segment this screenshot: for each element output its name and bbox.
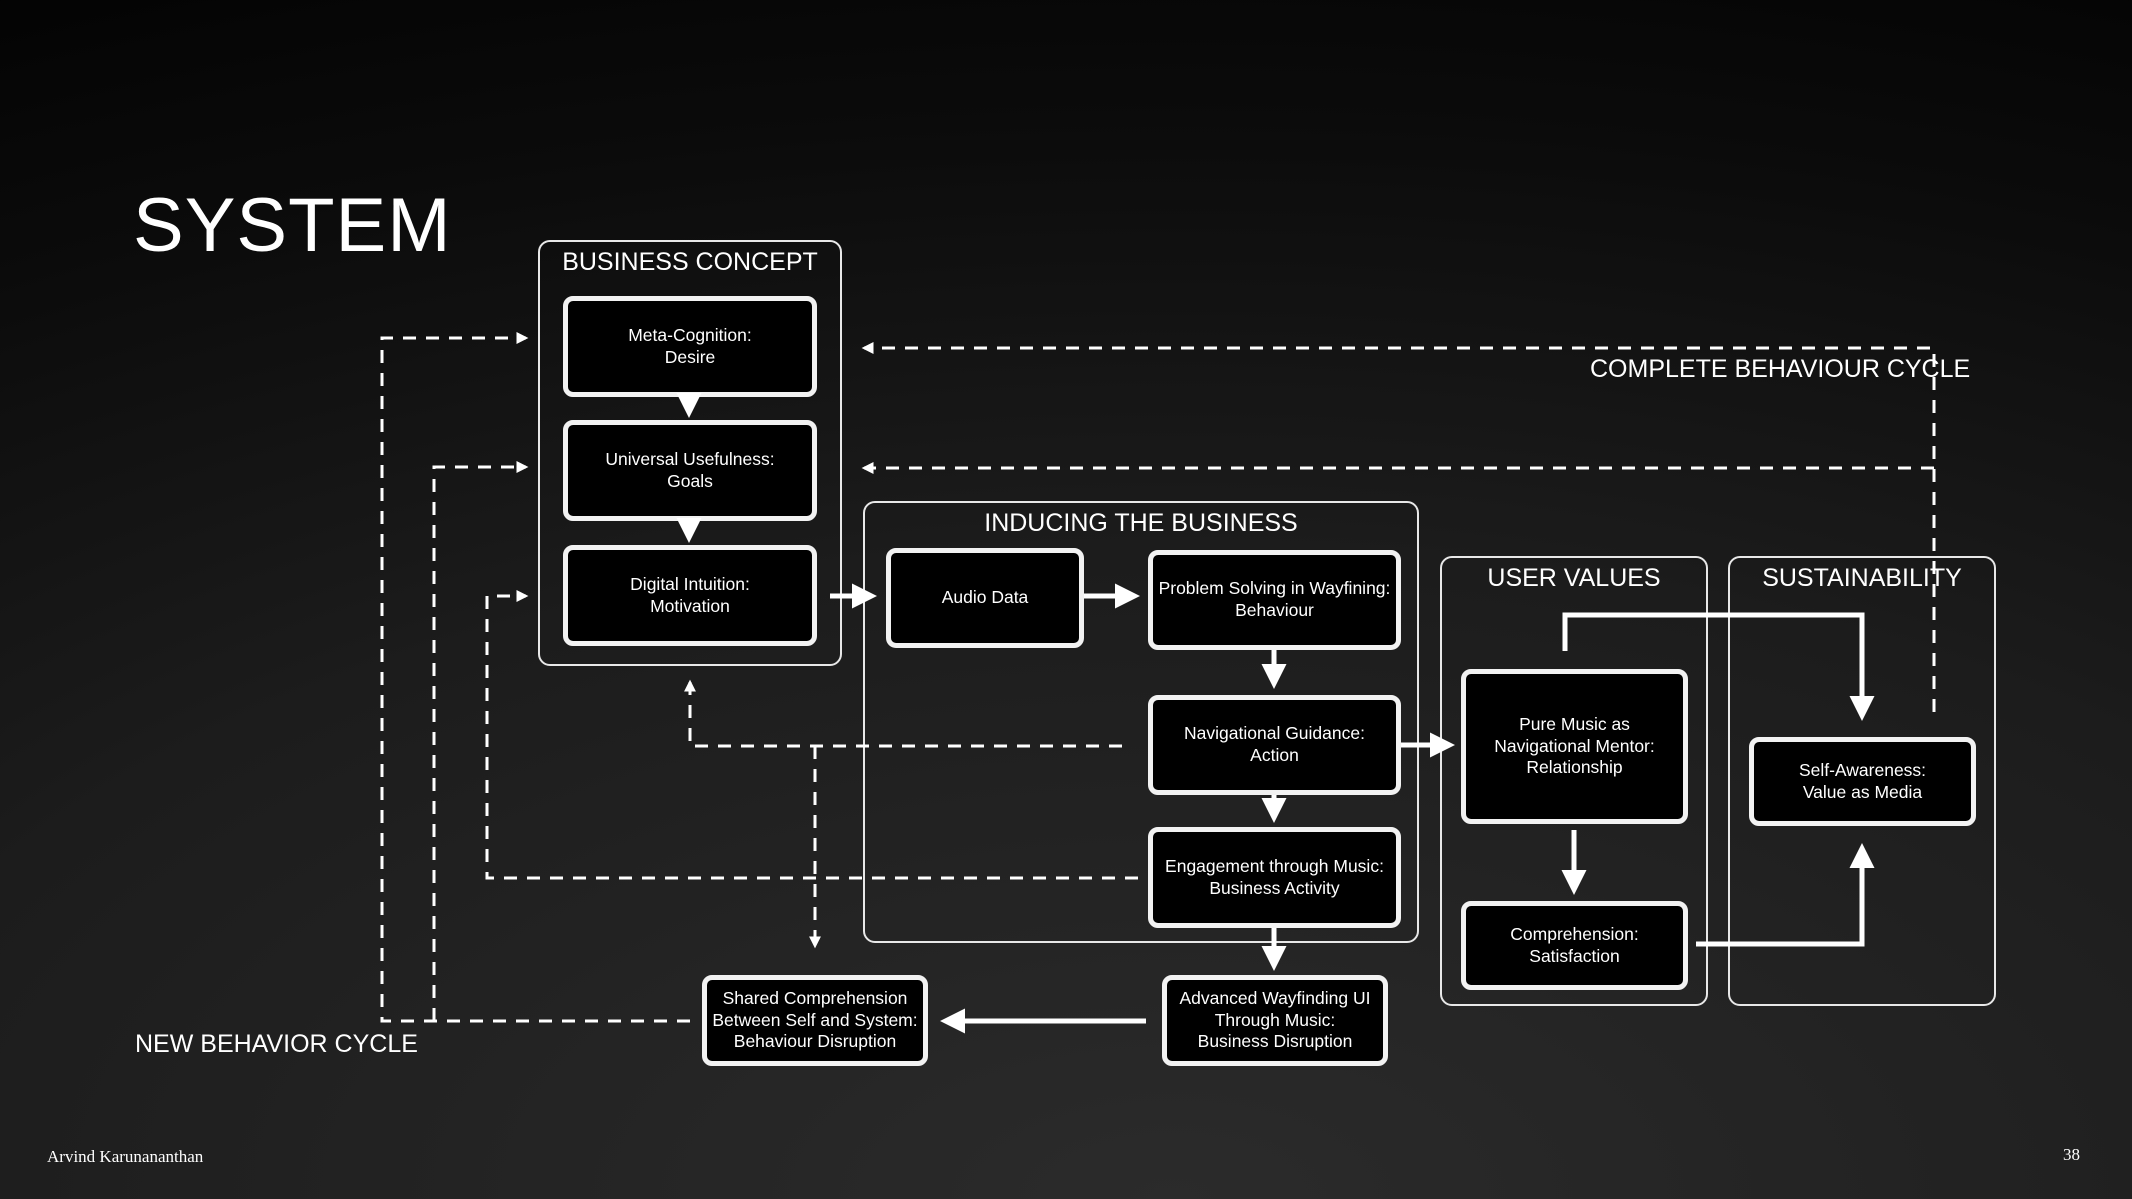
new-behavior-cycle-label: NEW BEHAVIOR CYCLE bbox=[135, 1030, 418, 1058]
complete-behaviour-cycle-label: COMPLETE BEHAVIOUR CYCLE bbox=[1590, 355, 1971, 383]
node-label: Comprehension: Satisfaction bbox=[1510, 923, 1639, 966]
node-meta-cognition[interactable]: Meta-Cognition: Desire bbox=[563, 296, 817, 397]
node-self-awareness[interactable]: Self-Awareness: Value as Media bbox=[1749, 737, 1976, 826]
group-label-sustainability: SUSTAINABILITY bbox=[1762, 564, 1962, 592]
node-label: Pure Music as Navigational Mentor: Relat… bbox=[1494, 713, 1655, 778]
node-label: Advanced Wayfinding UI Through Music: Bu… bbox=[1179, 987, 1371, 1052]
node-label: Self-Awareness: Value as Media bbox=[1798, 759, 1927, 802]
node-pure-music[interactable]: Pure Music as Navigational Mentor: Relat… bbox=[1461, 669, 1688, 824]
node-label: Engagement through Music: Business Activ… bbox=[1165, 855, 1384, 898]
group-label-user-values: USER VALUES bbox=[1487, 564, 1661, 592]
node-label: Meta-Cognition: Desire bbox=[628, 324, 752, 367]
node-shared-comprehension[interactable]: Shared Comprehension Between Self and Sy… bbox=[702, 975, 928, 1066]
group-label-inducing-business: INDUCING THE BUSINESS bbox=[984, 509, 1298, 537]
node-audio-data[interactable]: Audio Data bbox=[886, 548, 1084, 648]
page-title: SYSTEM bbox=[133, 183, 452, 268]
node-label: Universal Usefulness: Goals bbox=[605, 448, 775, 491]
node-problem-solving[interactable]: Problem Solving in Wayfining: Behaviour bbox=[1148, 550, 1401, 650]
node-label: Audio Data bbox=[941, 587, 1029, 608]
node-label: Digital Intuition: Motivation bbox=[630, 573, 750, 616]
author-name: Arvind Karunananthan bbox=[47, 1147, 204, 1166]
node-label: Shared Comprehension Between Self and Sy… bbox=[712, 987, 918, 1052]
node-advanced-wayfinding[interactable]: Advanced Wayfinding UI Through Music: Bu… bbox=[1162, 975, 1388, 1066]
node-label: Navigational Guidance: Action bbox=[1184, 723, 1365, 765]
node-universal-usefulness[interactable]: Universal Usefulness: Goals bbox=[563, 420, 817, 521]
node-label: Problem Solving in Wayfining: Behaviour bbox=[1158, 578, 1391, 620]
node-digital-intuition[interactable]: Digital Intuition: Motivation bbox=[563, 545, 817, 646]
page-number: 38 bbox=[2063, 1145, 2080, 1164]
node-engagement[interactable]: Engagement through Music: Business Activ… bbox=[1148, 827, 1401, 928]
dashed-new-cycle-middle bbox=[432, 461, 529, 1021]
node-comprehension[interactable]: Comprehension: Satisfaction bbox=[1461, 901, 1688, 990]
node-navigational-guidance[interactable]: Navigational Guidance: Action bbox=[1148, 695, 1401, 795]
group-label-business-concept: BUSINESS CONCEPT bbox=[562, 248, 818, 276]
